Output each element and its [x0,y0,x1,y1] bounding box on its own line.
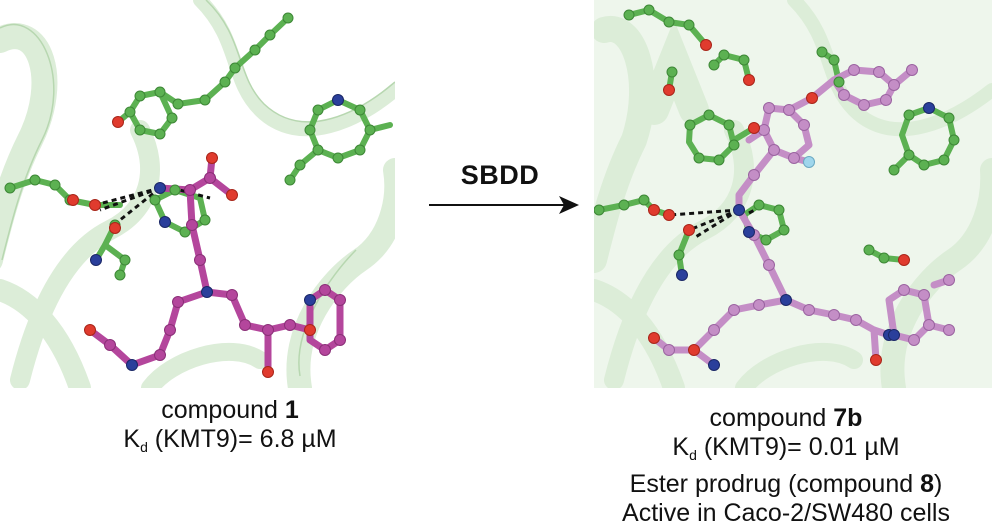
protein-ligand-render-compound-1 [0,0,395,388]
protein-ligand-render-compound-7b [594,0,992,388]
hydrogen-bonds [668,203,765,240]
caption-compound-1: compound 1 Kd (KMT9)= 6.8 µM [70,396,390,462]
compound-label: compound [709,404,827,432]
atoms-fluorine [803,156,815,168]
kd-value: (KMT9)= 6.8 µM [147,425,337,453]
kd-subscript: d [140,439,148,455]
atoms-carbon-green [4,12,376,281]
kd-symbol: K [672,433,690,461]
atoms-carbon-green [594,4,960,281]
prodrug-close-paren: ) [934,470,943,498]
kd-value: (KMT9)= 0.01 µM [696,433,900,461]
protein-ribbon [0,0,395,388]
compound-1-kd: Kd (KMT9)= 6.8 µM [70,425,390,462]
compound-label: compound [161,396,278,424]
atoms-oxygen [648,39,910,366]
compound-1-title: compound 1 [70,396,390,425]
atoms-nitrogen [676,102,935,371]
protein-residues [7,15,393,278]
atoms-oxygen [67,116,316,378]
compound-7b-title: compound 7b [580,404,992,433]
prodrug-line: Ester prodrug (compound 8) [580,470,992,499]
structure-compound-7b [594,0,992,388]
compound-number: 1 [284,396,299,424]
prodrug-text: Ester prodrug (compound [629,470,921,498]
caption-compound-7b: compound 7b Kd (KMT9)= 0.01 µM Ester pro… [580,404,992,528]
compound-7b-kd: Kd (KMT9)= 0.01 µM [580,433,992,470]
protein-ribbon [594,0,992,388]
compound-number: 7b [833,404,863,432]
atoms-nitrogen [90,94,344,371]
right-arrow-icon [429,196,579,214]
kd-symbol: K [123,425,141,453]
atoms-carbon-ligand-1 [104,172,346,361]
activity-line: Active in Caco-2/SW480 cells [622,499,950,527]
structure-compound-1 [0,0,395,388]
sbdd-arrow-label: SBDD [460,160,540,190]
kd-subscript: d [689,447,697,463]
prodrug-compound-number: 8 [920,470,934,498]
